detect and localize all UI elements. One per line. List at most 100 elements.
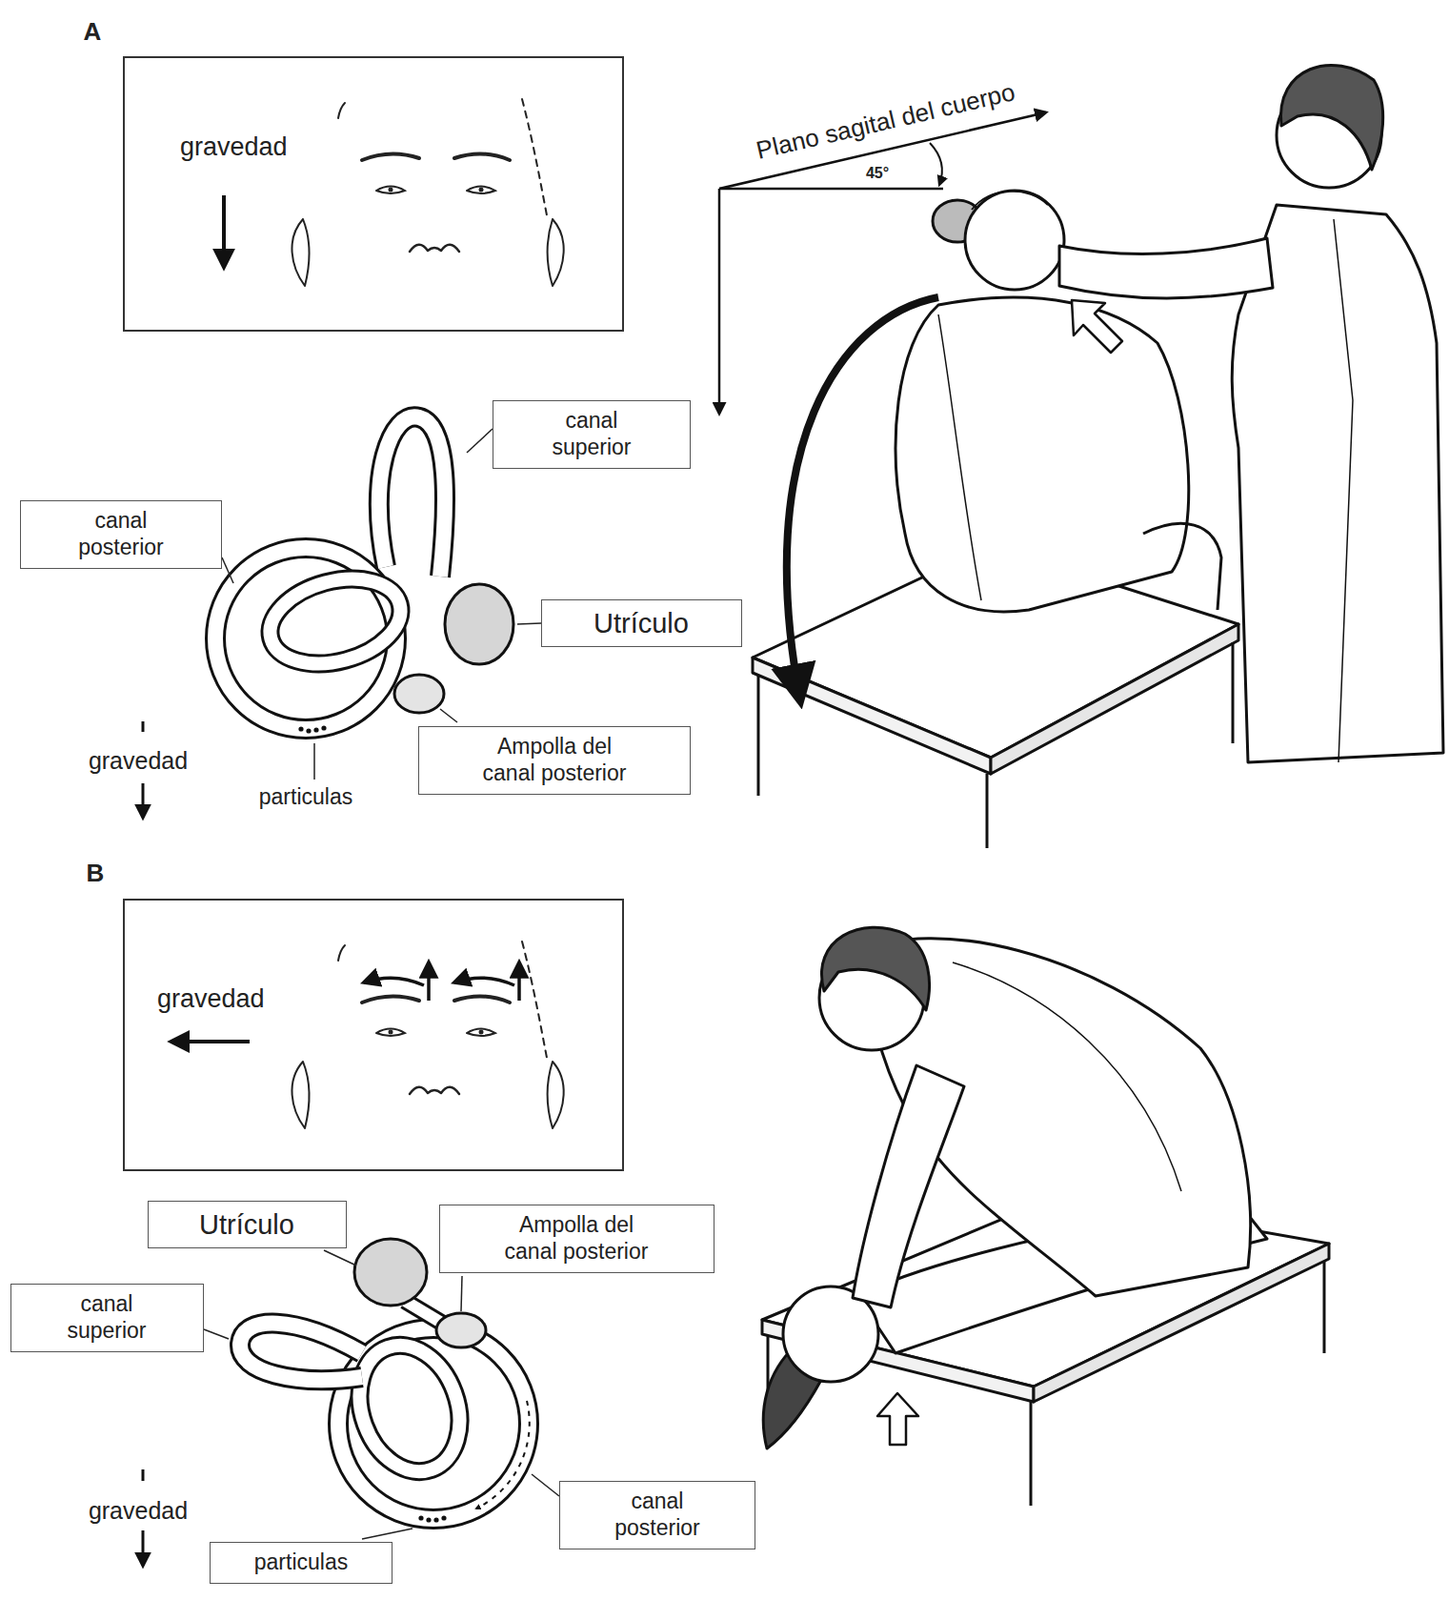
face-contour — [338, 102, 345, 119]
arrow — [426, 962, 431, 1001]
leader-line — [362, 1528, 413, 1539]
canal-tube — [342, 1330, 477, 1486]
gravity-tick — [141, 721, 145, 732]
inset-box: gravedad — [122, 898, 624, 1171]
ampulla — [436, 1312, 486, 1348]
figure-label: particulas — [259, 784, 353, 809]
doctor-arm — [852, 1065, 965, 1308]
label-box: canal posterior — [20, 500, 222, 568]
leader-line — [461, 1275, 463, 1311]
label-box: particulas — [209, 1541, 393, 1584]
pupil — [388, 187, 394, 193]
patient-knee — [1143, 523, 1222, 610]
figure-label: Plano sagital del cuerpo — [753, 78, 1018, 166]
figure-label: B — [86, 859, 105, 888]
canal-tube — [261, 564, 411, 677]
table-leg — [1323, 1260, 1327, 1353]
box-text: Ampolla del canal posterior — [496, 1211, 657, 1265]
patient-hair — [971, 191, 1048, 210]
ear — [291, 219, 309, 286]
particle — [418, 1514, 423, 1520]
leader-line — [517, 623, 542, 624]
arrow — [517, 962, 522, 1001]
leader-line — [531, 1473, 560, 1496]
plane-line — [719, 187, 944, 191]
particles — [298, 724, 326, 733]
motion-arrow — [786, 297, 939, 701]
canal-tube — [240, 1323, 363, 1380]
angle-arc — [929, 142, 943, 185]
canal-tube — [338, 1328, 529, 1519]
nose — [409, 244, 460, 252]
ear — [547, 219, 564, 286]
table-leg — [1029, 1401, 1033, 1506]
face-contour — [522, 99, 547, 216]
arrow — [363, 977, 424, 986]
leader-line — [440, 708, 458, 723]
garment-line — [938, 314, 982, 601]
labyrinth — [215, 416, 514, 733]
box-text: gravedad — [180, 132, 288, 162]
label-box: Ampolla del canal posterior — [439, 1204, 715, 1272]
inset-box: gravedad — [122, 56, 624, 332]
figure-label: A — [83, 18, 102, 47]
push-arrow — [877, 1392, 919, 1445]
eyebrow — [454, 153, 510, 161]
scene-supine — [762, 926, 1329, 1506]
box-text: Utrículo — [160, 1207, 335, 1242]
doctor-hair — [821, 926, 929, 1010]
label-box: canal posterior — [559, 1480, 756, 1549]
eyebrow — [362, 153, 420, 161]
canal-tube — [379, 416, 445, 577]
label-box: canal superior — [10, 1283, 204, 1351]
leader-line — [313, 743, 316, 780]
box-text: canal posterior — [609, 1488, 705, 1541]
box-text: canal posterior — [73, 507, 169, 561]
plane-line — [718, 188, 722, 414]
doctor-arm — [1059, 238, 1273, 299]
eye — [376, 186, 405, 195]
arrow — [454, 977, 515, 986]
particle — [441, 1514, 446, 1520]
leader-line — [203, 1328, 229, 1339]
label-box: Utrículo — [541, 599, 743, 648]
gravity-tick — [141, 1469, 145, 1481]
figure-label: 45° — [865, 164, 889, 182]
coat-line — [952, 962, 1182, 1191]
face-sketch — [291, 941, 564, 1128]
push-arrow — [1071, 300, 1123, 353]
particle — [425, 1516, 431, 1522]
label-box: Ampolla del canal posterior — [418, 725, 691, 794]
particles — [418, 1514, 446, 1522]
patient-body — [895, 297, 1189, 612]
box-text: gravedad — [157, 984, 265, 1014]
utricle — [354, 1238, 427, 1306]
box-text: Ampolla del canal posterior — [474, 733, 635, 786]
ampulla — [394, 674, 444, 713]
particle — [321, 724, 326, 730]
leader-line — [221, 557, 234, 584]
gravity-arrow — [141, 783, 145, 818]
table-leg — [757, 674, 761, 796]
label-box: canal superior — [492, 400, 691, 468]
pupil — [479, 187, 484, 193]
leader-line — [466, 428, 493, 453]
table-leg — [986, 773, 989, 848]
patient-head — [965, 190, 1065, 290]
gravity-arrow — [171, 1039, 250, 1044]
scene-seated — [752, 64, 1444, 848]
table-edge — [752, 657, 991, 774]
figure-label: gravedad — [88, 746, 188, 775]
box-text: Utrículo — [553, 606, 730, 641]
figure-label: gravedad — [88, 1496, 188, 1525]
canal-tube — [338, 1328, 529, 1519]
box-text: canal superior — [543, 407, 640, 461]
coat-line — [1333, 219, 1353, 763]
canal-tube — [379, 416, 445, 577]
leader-lines — [203, 1249, 560, 1539]
box-text: canal superior — [59, 1290, 155, 1344]
particle — [433, 1516, 439, 1522]
canal-tube — [261, 564, 411, 677]
